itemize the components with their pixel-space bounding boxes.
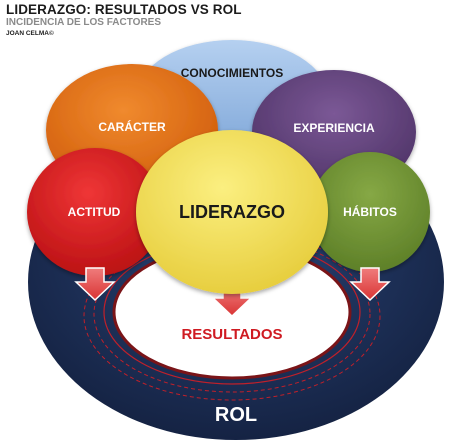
diagram-title: LIDERAZGO: RESULTADOS VS ROL — [6, 2, 242, 17]
habitos-circle — [310, 152, 430, 272]
author-credit: JOAN CELMA© — [6, 30, 54, 37]
label-actitud: ACTITUD — [68, 205, 121, 219]
label-habitos: HÁBITOS — [343, 204, 397, 219]
header: LIDERAZGO: RESULTADOS VS ROL INCIDENCIA … — [6, 2, 466, 38]
label-resultados: RESULTADOS — [181, 326, 282, 343]
diagram-subtitle: INCIDENCIA DE LOS FACTORES — [6, 17, 162, 28]
actitud-circle — [27, 148, 163, 276]
label-conocimientos: CONOCIMIENTOS — [181, 66, 283, 80]
label-rol: ROL — [215, 404, 257, 426]
label-caracter: CARÁCTER — [98, 119, 166, 134]
arrow-left — [74, 267, 116, 302]
liderazgo-circle — [136, 130, 328, 294]
label-experiencia: EXPERIENCIA — [293, 121, 375, 135]
label-liderazgo: LIDERAZGO — [179, 202, 285, 222]
arrow-right — [349, 267, 391, 302]
